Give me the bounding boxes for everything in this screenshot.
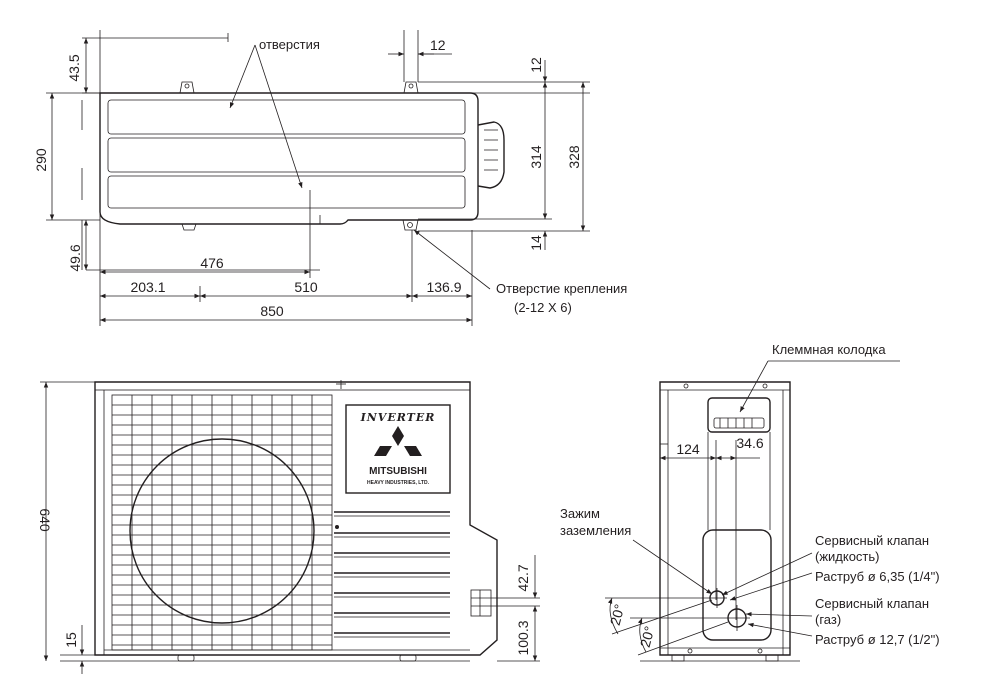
top-slat-2 bbox=[107, 137, 466, 173]
angle-20-b: 20° bbox=[637, 624, 658, 649]
service-valve-gas-icon bbox=[724, 605, 750, 631]
front-view: INVERTER MITSUBISHI HEAVY INDUSTRIES, LT… bbox=[37, 380, 540, 674]
dim-100-3: 100.3 bbox=[515, 620, 531, 655]
dim-43-5: 43.5 bbox=[66, 54, 82, 81]
holes-label: отверстия bbox=[259, 37, 320, 52]
flare-gas-label: Раструб ø 12,7 (1/2") bbox=[815, 632, 940, 647]
dim-12-vertical: 12 bbox=[528, 57, 544, 73]
dim-640: 640 bbox=[37, 508, 53, 532]
valve-panel bbox=[702, 529, 772, 641]
svc-liquid-label-2: (жидкость) bbox=[815, 549, 880, 564]
terminal-block bbox=[707, 397, 771, 433]
dim-314: 314 bbox=[528, 145, 544, 169]
terminal-label: Клеммная колодка bbox=[772, 342, 886, 357]
angle-20-a: 20° bbox=[607, 602, 628, 627]
mount-hole-label: Отверстие крепления bbox=[496, 281, 627, 296]
side-body bbox=[659, 381, 791, 656]
svc-gas-label-1: Сервисный клапан bbox=[815, 596, 929, 611]
dim-49-6: 49.6 bbox=[67, 244, 83, 271]
mitsubishi-logo-icon bbox=[374, 426, 422, 456]
dim-34-6: 34.6 bbox=[736, 435, 763, 451]
dim-12-horizontal: 12 bbox=[430, 37, 446, 53]
dim-290: 290 bbox=[33, 148, 49, 172]
dim-42-7: 42.7 bbox=[515, 564, 531, 591]
brand-sub: HEAVY INDUSTRIES, LTD. bbox=[367, 480, 430, 486]
mount-tab-bottom bbox=[402, 219, 419, 231]
dim-14: 14 bbox=[528, 235, 544, 251]
fan-circle bbox=[129, 438, 315, 624]
bottom-foot bbox=[181, 223, 197, 231]
brand-inverter: INVERTER bbox=[360, 411, 436, 424]
svc-liquid-label-1: Сервисный клапан bbox=[815, 533, 929, 548]
dim-328: 328 bbox=[566, 145, 582, 169]
fan-grille bbox=[111, 394, 333, 651]
top-view: 43.5 290 49.6 476 203.1 510 136.9 bbox=[33, 30, 627, 326]
dim-476: 476 bbox=[200, 255, 224, 271]
front-valve-stubs bbox=[470, 589, 492, 617]
dim-203-1: 203.1 bbox=[130, 279, 165, 295]
flare-liquid-label: Раструб ø 6,35 (1/4") bbox=[815, 569, 940, 584]
dim-15: 15 bbox=[63, 632, 79, 648]
front-dot bbox=[335, 525, 339, 529]
service-valve-liquid-icon bbox=[707, 588, 727, 608]
dim-136-9: 136.9 bbox=[426, 279, 461, 295]
top-slat-1 bbox=[107, 99, 466, 135]
ground-label-2: заземления bbox=[560, 523, 631, 538]
dim-124: 124 bbox=[676, 441, 700, 457]
top-slat-3 bbox=[107, 175, 466, 209]
brand-mitsubishi: MITSUBISHI bbox=[369, 466, 427, 477]
top-tab-right bbox=[403, 81, 419, 94]
top-view-body bbox=[99, 92, 479, 225]
top-view-side-box bbox=[477, 121, 505, 189]
side-view: Клеммная колодка 124 34.6 Зажим заземлен… bbox=[560, 342, 940, 662]
top-tab-left bbox=[179, 81, 195, 94]
svc-gas-label-2: (газ) bbox=[815, 612, 841, 627]
dim-510: 510 bbox=[294, 279, 318, 295]
ground-label-1: Зажим bbox=[560, 506, 600, 521]
front-body bbox=[94, 381, 498, 656]
dim-850: 850 bbox=[260, 303, 284, 319]
brand-panel bbox=[345, 404, 451, 494]
mount-hole-spec: (2-12 X 6) bbox=[514, 300, 572, 315]
